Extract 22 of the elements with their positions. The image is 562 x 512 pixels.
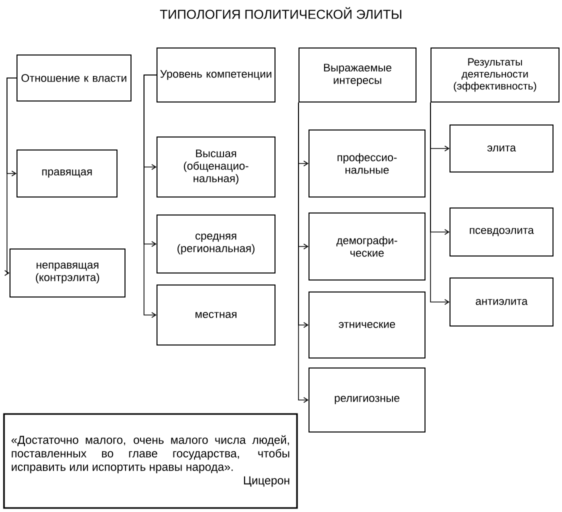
category-box: религиозные <box>308 368 426 432</box>
category-box: неправящая (контрэлита) <box>10 248 126 298</box>
category-box: антиэлита <box>450 278 554 326</box>
arrow <box>430 102 450 305</box>
arrow <box>298 102 308 403</box>
category-box: Результаты деятельности (эффективность) <box>430 48 560 102</box>
category-box: правящая <box>16 150 118 198</box>
arrow <box>4 78 17 276</box>
title: ТИПОЛОГИЯ ПОЛИТИЧЕСКОЙ ЭЛИТЫ <box>160 7 402 19</box>
category-box: демографи- ческие <box>308 212 426 280</box>
category-box: Выражаемые интересы <box>298 48 416 102</box>
category-box: Отношение к власти <box>16 54 132 102</box>
category-box: Уровень компетенции <box>156 48 276 102</box>
quote-box: «Достаточно малого, очень малого числа людей, поставленных во главе государства, чтобы исправить или испортить нравы народа». Цицерон <box>3 413 298 509</box>
category-box: элита <box>450 124 554 172</box>
category-box: местная <box>156 284 276 346</box>
category-box: этнические <box>308 292 426 358</box>
category-box: профессио- нальные <box>308 130 426 198</box>
category-box: Высшая (общенацио- нальная) <box>156 136 276 198</box>
category-box: псевдоэлита <box>450 208 554 256</box>
arrow <box>144 74 157 318</box>
category-box: средняя (региональная) <box>156 214 276 274</box>
